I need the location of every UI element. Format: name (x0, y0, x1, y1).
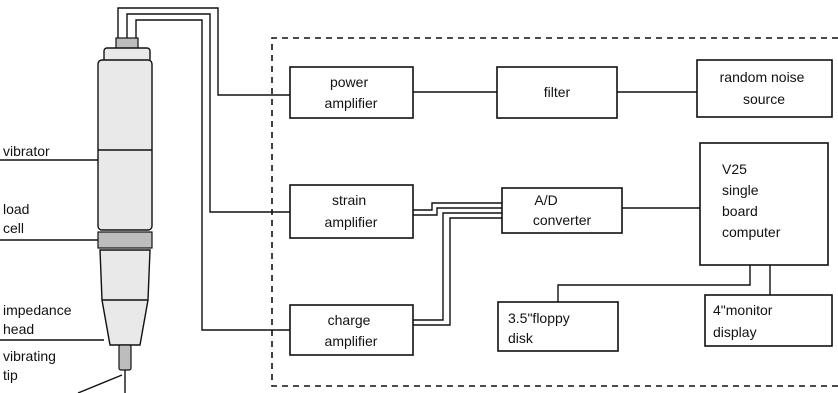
block-strain-amplifier: strain amplifier (289, 184, 414, 239)
cable-charge (135, 19, 290, 331)
block-monitor-display: 4"monitor display (704, 294, 833, 347)
block-filter: filter (496, 66, 618, 119)
svg-text:filter: filter (544, 84, 571, 100)
impedance-head-body (99, 249, 151, 346)
vibrating-tip-body (118, 344, 132, 371)
svg-text:V25 single board: V25 single board computer (722, 161, 781, 240)
block-v25-computer: V25 single board computer (699, 142, 829, 266)
svg-text:A/D converter: A/D converter (533, 192, 592, 228)
svg-text:power amplifier: power amplifier (325, 74, 378, 111)
svg-text:4"monitor display: 4"monitor display (713, 302, 776, 340)
svg-text:charge amplifier: charge amplifier (325, 312, 378, 349)
block-charge-amplifier: charge amplifier (289, 304, 414, 356)
probe-assembly (97, 37, 153, 393)
svg-text:random noise source: random noise source (720, 69, 809, 107)
cable-strain (126, 13, 290, 213)
vibrator-body (97, 59, 153, 231)
block-random-noise-source: random noise source (696, 59, 833, 118)
label-vibrating-tip: vibrating tip (3, 348, 60, 383)
cable-power (117, 7, 290, 96)
load-cell-band (97, 231, 153, 249)
svg-text:3.5"floppy disk: 3.5"floppy disk (508, 310, 574, 346)
block-floppy-disk: 3.5"floppy disk (497, 301, 619, 352)
label-impedance-head: impedance head (3, 302, 75, 337)
block-power-amplifier: power amplifier (289, 66, 414, 119)
svg-text:strain amplifier: strain amplifier (325, 192, 378, 230)
label-vibrator: vibrator (3, 143, 50, 159)
label-load-cell: load cell (3, 201, 33, 236)
block-ad-converter: A/D converter (501, 187, 623, 234)
